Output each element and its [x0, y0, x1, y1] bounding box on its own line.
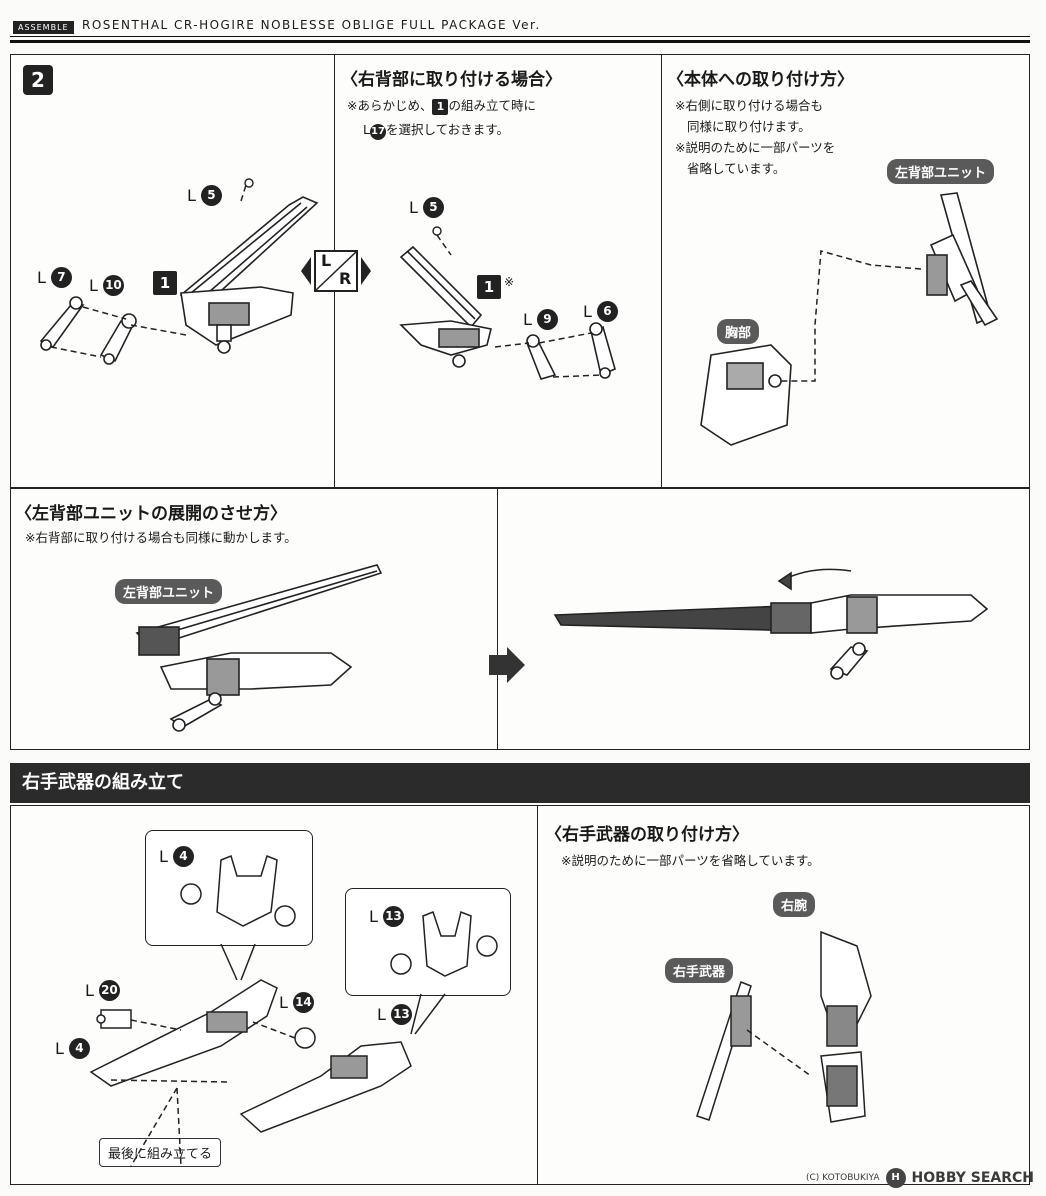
part-ref: L 4 [55, 1038, 90, 1059]
part-ref: L 9 [523, 309, 558, 330]
part-side: L [37, 268, 46, 287]
deploy-title: 〈左背部ユニットの展開のさせ方〉 [15, 504, 287, 524]
divider [497, 489, 498, 749]
step2-panel: 2 L 5 L 7 L 10 1 [10, 54, 1030, 488]
weapon-parts-illustration [89, 854, 498, 1167]
part-ref: L 13 [377, 1004, 412, 1025]
part-side: L [89, 276, 98, 295]
part-ref: L 13 [369, 906, 404, 927]
right-back-note-line2: L17を選択しておきます。 [363, 119, 509, 140]
weapon-attach-illustration [696, 930, 872, 1123]
hobbysearch-logo-icon: H [885, 1168, 906, 1188]
part-ref: L 6 [583, 301, 618, 322]
part-ref: L 5 [187, 185, 222, 206]
assemble-last-label: 最後に組み立てる [99, 1138, 222, 1167]
body-attach-illustration [700, 192, 999, 446]
watermark-brand: HOBBY SEARCH [911, 1170, 1034, 1186]
header-rule-thick [10, 40, 1030, 43]
right-label: R [339, 269, 352, 288]
part-side: L [187, 186, 196, 205]
left-right-badge: L R [301, 249, 371, 293]
weapon-panel: L 4 L 13 L 20 L 14 L 4 L 13 最後に組み立てる [10, 805, 1030, 1185]
watermark-copyright: (C) KOTOBUKIYA [806, 1173, 880, 1183]
right-back-illustration [399, 226, 616, 380]
page-title: ROSENTHAL CR-HOGIRE NOBLESSE OBLIGE FULL… [82, 18, 541, 32]
assembly-label: 1 [153, 271, 177, 295]
divider [661, 55, 662, 487]
chest-label: 胸部 [717, 319, 760, 344]
assembly-label: 1 ※ [477, 275, 514, 299]
assemble-tag: ASSEMBLE [13, 21, 74, 34]
part-number: 10 [102, 275, 124, 296]
right-arm-label: 右腕 [773, 892, 816, 917]
deploy-note: ※右背部に取り付ける場合も同様に動かします。 [25, 530, 297, 545]
part-number: 5 [200, 185, 222, 206]
deploy-panel: 〈左背部ユニットの展開のさせ方〉 ※右背部に取り付ける場合も同様に動かします。 … [10, 488, 1030, 750]
backpack-unit-illustration [39, 178, 319, 365]
divider [537, 806, 538, 1184]
left-label: L [321, 251, 332, 270]
weapon-attach-title: 〈右手武器の取り付け方〉 [545, 825, 749, 845]
part-ref: L 4 [159, 846, 194, 867]
part-ref: L 10 [89, 275, 124, 296]
part-number: 7 [50, 267, 72, 288]
part-ref: L 14 [279, 992, 314, 1013]
next-arrow [489, 647, 525, 683]
right-back-title: 〈右背部に取り付ける場合〉 [341, 70, 562, 90]
part-ref: L 5 [409, 197, 444, 218]
header-rule [10, 36, 1030, 37]
weapon-attach-note: ※説明のために一部パーツを省略しています。 [561, 853, 820, 868]
left-back-unit-label: 左背部ユニット [887, 159, 995, 184]
right-weapon-label: 右手武器 [665, 958, 734, 983]
folded-unit-illustration [135, 564, 383, 732]
body-attach-note1: ※右側に取り付ける場合も [675, 98, 823, 113]
watermark: (C) KOTOBUKIYA H HOBBY SEARCH [806, 1168, 1034, 1188]
body-attach-note2b: 省略しています。 [687, 161, 786, 176]
part-ref: L 7 [37, 267, 72, 288]
weapon-assembly-section-bar: 右手武器の組み立て [10, 763, 1030, 803]
deployed-unit-illustration [553, 568, 989, 680]
left-back-unit-label: 左背部ユニット [115, 579, 223, 604]
page-header: ASSEMBLE ROSENTHAL CR-HOGIRE NOBLESSE OB… [10, 14, 1030, 44]
part-ref: L 20 [85, 980, 120, 1001]
step-number: 2 [23, 65, 53, 95]
body-attach-note1b: 同様に取り付けます。 [687, 119, 811, 134]
body-attach-note2: ※説明のために一部パーツを [675, 140, 836, 155]
body-attach-title: 〈本体への取り付け方〉 [667, 70, 854, 90]
